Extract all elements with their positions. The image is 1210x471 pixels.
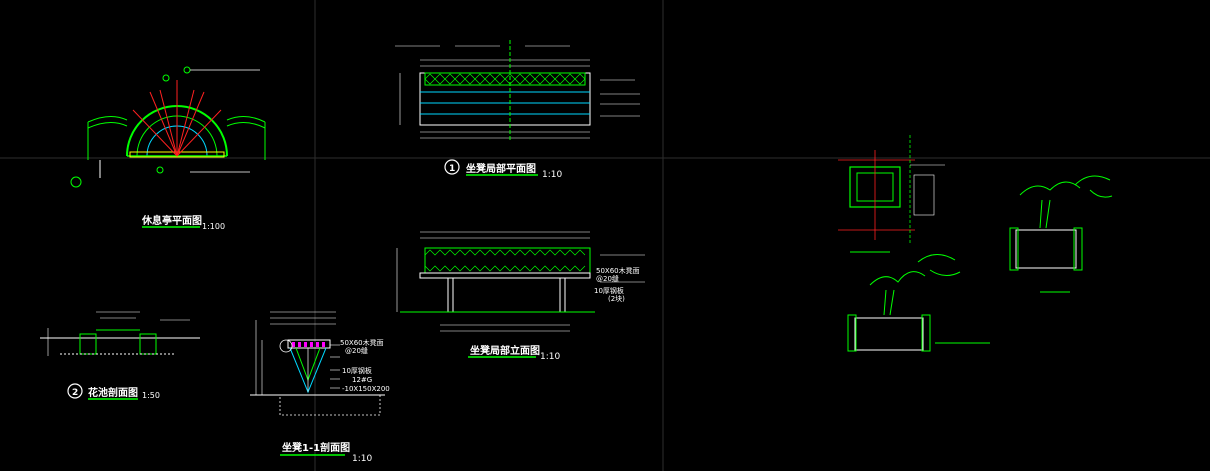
bench-plan-number: 1	[449, 164, 455, 174]
section-note-gap: @20缝	[345, 346, 368, 355]
bench-section-scale: 1:10	[352, 454, 372, 464]
bench-partial-plan-title: 坐凳局部平面图	[466, 162, 536, 175]
bench-elevation-scale: 1:10	[540, 352, 560, 362]
elevation-note-plate: 10厚钢板	[594, 286, 624, 295]
column-plan-detail	[838, 135, 945, 253]
bench-section-drawing	[250, 311, 385, 416]
section-note-embed: -10X150X200	[342, 385, 390, 393]
planter-section-title: 花池剖面图	[88, 386, 138, 399]
planter-number-circle	[67, 383, 83, 399]
planter-section-drawing	[40, 311, 200, 356]
pavilion-plan-scale: 1:100	[202, 222, 225, 231]
bench-partial-plan-drawing	[395, 40, 640, 140]
section-note-seat: 50X60木凳面	[340, 338, 384, 347]
section-note-plate: 10厚钢板	[342, 366, 372, 375]
elevation-note-seat: 50X60木凳面	[596, 266, 640, 275]
bench-section-title: 坐凳1-1剖面图	[282, 441, 350, 454]
elevation-note-count: (2块)	[608, 294, 625, 303]
planter-number: 2	[72, 388, 78, 398]
bench-elevation-title: 坐凳局部立面图	[470, 344, 540, 357]
pavilion-plan-title: 休息亭平面图	[141, 214, 202, 227]
bench-plan-number-circle	[444, 159, 460, 175]
bench-partial-plan-scale: 1:10	[542, 170, 562, 180]
planter-section-scale: 1:50	[142, 391, 160, 400]
elevation-note-gap: @20缝	[596, 274, 619, 283]
tree-planter-detail-1	[1009, 175, 1113, 293]
tree-planter-detail-2	[847, 254, 990, 352]
pavilion-plan-drawing	[70, 66, 266, 188]
section-note-channel: 12#G	[352, 376, 372, 384]
bench-elevation-drawing	[396, 231, 645, 332]
